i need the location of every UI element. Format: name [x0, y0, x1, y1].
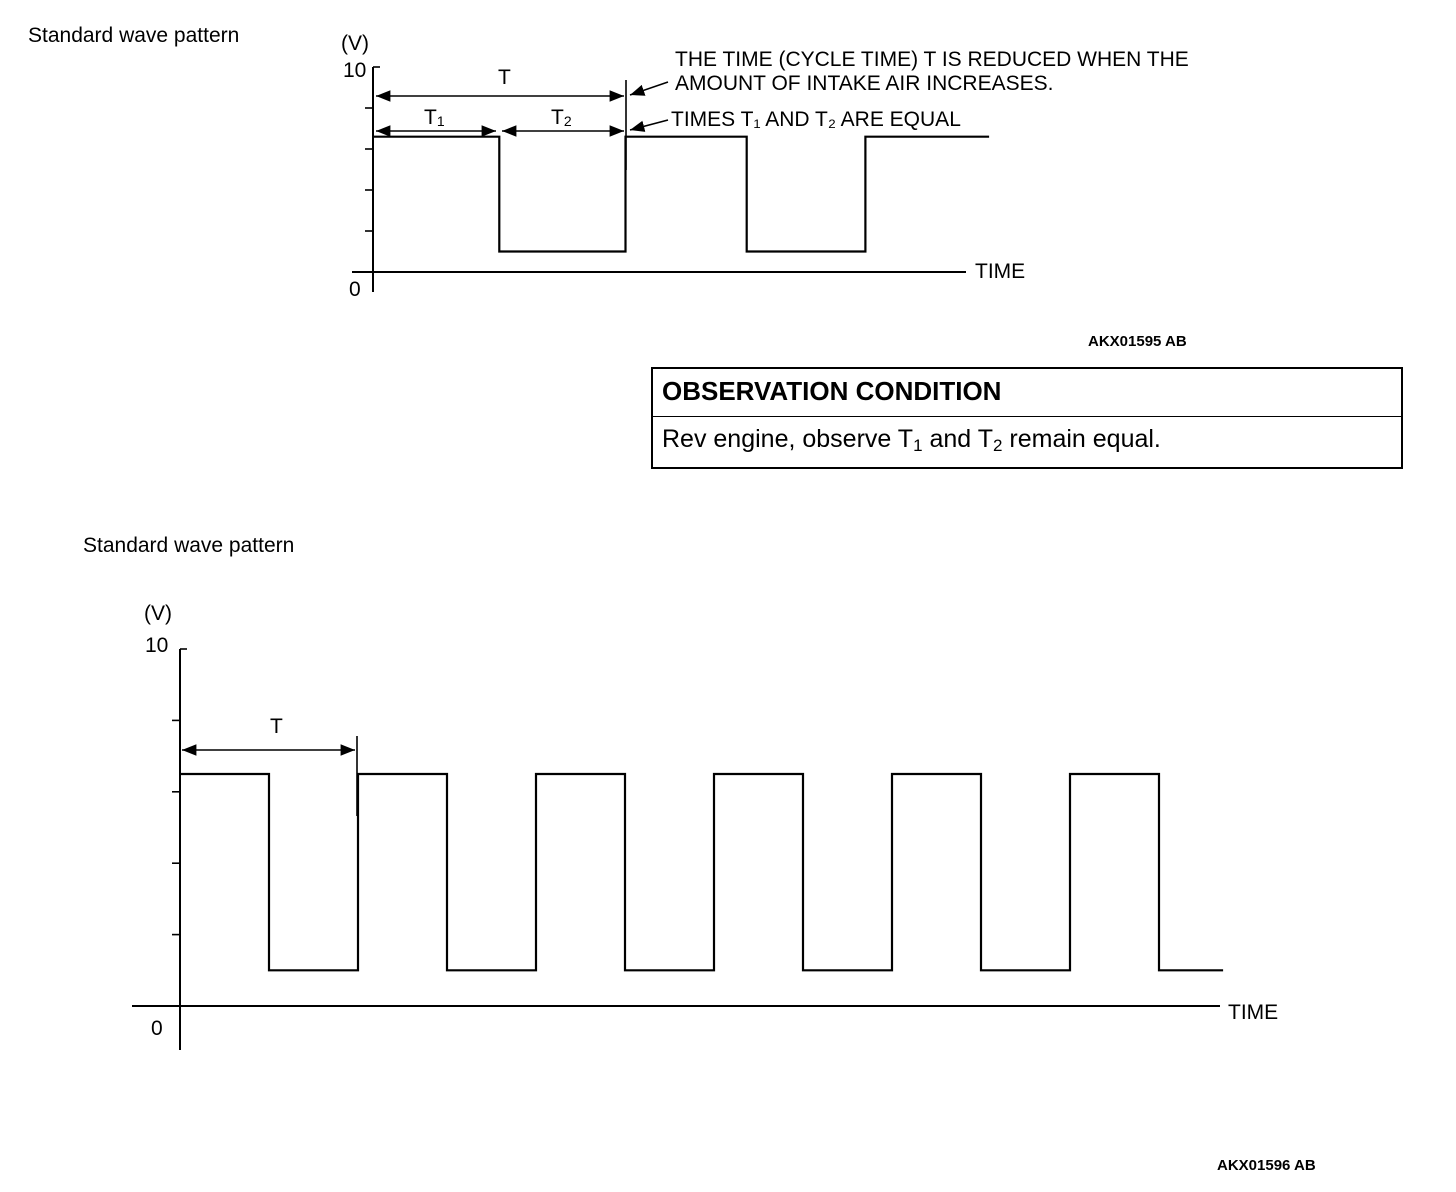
bottom-T-label: T	[270, 715, 283, 738]
top-equal-note: TIMES T₁ AND T₂ ARE EQUAL	[671, 108, 961, 131]
top-time-label: TIME	[975, 260, 1025, 283]
bottom-axes	[132, 648, 1220, 1050]
bottom-wave-series	[180, 772, 1224, 972]
top-axes	[352, 66, 966, 292]
top-zero-label: 0	[349, 278, 361, 301]
top-T1-label: T1	[424, 106, 445, 129]
bottom-chart-caption: Standard wave pattern	[83, 534, 294, 557]
top-wave-series	[373, 135, 990, 253]
bottom-zero-label: 0	[151, 1017, 163, 1040]
top-equal-note-leader	[629, 119, 669, 132]
bottom-figure-code: AKX01596 AB	[1217, 1157, 1316, 1174]
top-T-label: T	[498, 66, 511, 89]
bottom-time-label: TIME	[1228, 1001, 1278, 1024]
top-y-unit: (V)	[341, 32, 369, 55]
bottom-y-max-label: 10	[145, 634, 168, 657]
observation-condition-header: OBSERVATION CONDITION	[653, 369, 1401, 417]
top-cycle-note-line1: THE TIME (CYCLE TIME) T IS REDUCED WHEN …	[675, 48, 1189, 71]
top-cycle-note-leader	[629, 81, 669, 96]
top-y-max-label: 10	[343, 59, 366, 82]
top-chart-caption: Standard wave pattern	[28, 24, 239, 47]
top-figure-code: AKX01595 AB	[1088, 333, 1187, 350]
observation-condition-table: OBSERVATION CONDITION Rev engine, observ…	[651, 367, 1403, 469]
top-cycle-note-line2: AMOUNT OF INTAKE AIR INCREASES.	[675, 72, 1053, 95]
observation-condition-text: Rev engine, observe T1 and T2 remain equ…	[662, 425, 1161, 455]
top-T2-label: T2	[551, 106, 572, 129]
bottom-chart: Standard wave pattern (V) 10 0 TIME T AK…	[83, 534, 1316, 1174]
bottom-y-unit: (V)	[144, 602, 172, 625]
top-chart: Standard wave pattern (V) 10 0 TIME T T1…	[28, 24, 1189, 350]
